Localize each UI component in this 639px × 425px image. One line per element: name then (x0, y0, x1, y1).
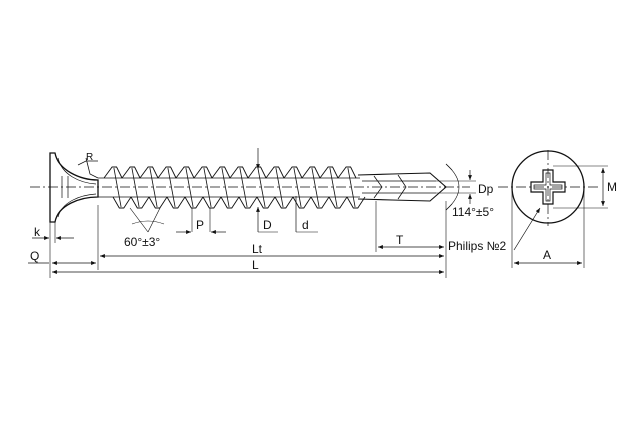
thread-helix-line (275, 167, 284, 208)
thread-crest-top (139, 166, 159, 179)
label-d-major: D (263, 218, 272, 232)
radius-annotation: R (77, 152, 98, 166)
thread-crest-top (265, 166, 285, 179)
thread-helix-line (149, 167, 158, 208)
m-dimension: M (553, 165, 617, 209)
point-length-dimension: T (375, 201, 447, 260)
drive-callout: Philips №2 (448, 207, 541, 253)
thread-crest-bottom (130, 196, 150, 209)
thread-crest-top (247, 166, 267, 179)
thread-helix-line (347, 167, 356, 208)
thread-helix-line (293, 167, 302, 208)
label-m: M (607, 180, 617, 194)
label-drive: Philips №2 (448, 239, 507, 253)
thread-helix-line (203, 167, 212, 208)
thread-crest-top (283, 166, 303, 179)
phillips-cross-icon (530, 169, 566, 205)
thread-crest-bottom (274, 196, 294, 209)
thread-crest-bottom (112, 196, 132, 209)
thread-crest-bottom (256, 196, 276, 209)
label-dp: Dp (478, 182, 494, 196)
thread-helix-line (239, 167, 248, 208)
thread-crest-top (229, 166, 249, 179)
label-p: P (196, 218, 204, 232)
label-q: Q (30, 249, 39, 263)
thread-crest-top (319, 166, 339, 179)
thread-crest-bottom (346, 196, 366, 209)
pitch-dimension: P (176, 208, 226, 234)
label-point-angle: 114°±5° (452, 205, 494, 219)
thread-crest-top (211, 166, 231, 179)
thread-crest-bottom (220, 196, 240, 209)
major-diameter-dimension: D (256, 148, 278, 233)
thread-crest-top (157, 166, 177, 179)
label-a: A (543, 248, 551, 262)
thread-helix-line (167, 167, 176, 208)
thread-helix-line (221, 167, 230, 208)
label-thread-angle: 60°±3° (124, 235, 160, 249)
screw-head (49, 152, 99, 223)
thread-crest-bottom (310, 196, 330, 209)
thread-angle-annotation: 60°±3° (124, 207, 165, 249)
screw-shank (98, 166, 366, 209)
total-length-dimension: L (52, 258, 447, 278)
thread-crest-top (121, 166, 141, 179)
label-lt: Lt (252, 242, 263, 256)
point-angle-annotation: 114°±5° (445, 163, 494, 219)
thread-crest-bottom (202, 196, 222, 209)
thread-crest-bottom (184, 196, 204, 209)
thread-crest-bottom (166, 196, 186, 209)
thread-crest-top (301, 166, 321, 179)
thread-helix-line (131, 167, 140, 208)
drill-point (357, 172, 447, 202)
thread-crest-bottom (238, 196, 258, 209)
thread-crest-top (337, 166, 357, 179)
thread-helix-line (311, 167, 320, 208)
thread-crest-top (175, 166, 195, 179)
thread-helix-line (329, 167, 338, 208)
thread-helix-line (113, 167, 122, 208)
thread-length-dimension: Lt (100, 242, 444, 258)
label-d-minor: d (302, 218, 309, 232)
head-outline-circle (511, 150, 585, 224)
head-end-view (498, 150, 598, 226)
label-r: R (86, 152, 93, 163)
a-dimension: A (511, 190, 585, 268)
thread-crest-bottom (328, 196, 348, 209)
label-t: T (396, 233, 404, 247)
thread-crest-top (103, 166, 123, 179)
thread-crest-top (193, 166, 213, 179)
label-k: k (34, 225, 41, 239)
thread-profile (103, 166, 366, 209)
thread-crest-bottom (148, 196, 168, 209)
thread-helix-line (185, 167, 194, 208)
k-dimension: k (32, 222, 74, 243)
thread-helix-line (257, 167, 266, 208)
point-diameter-dimension: Dp (436, 170, 494, 204)
minor-diameter-dimension: d (295, 196, 318, 233)
q-dimension: Q (28, 205, 99, 278)
label-l: L (252, 258, 259, 272)
